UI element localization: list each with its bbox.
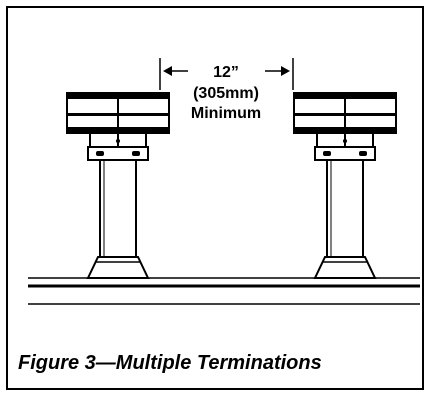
dimension-value: 12” bbox=[213, 64, 239, 81]
dimension-metric: (305mm) bbox=[193, 85, 259, 102]
figure-caption: Figure 3—Multiple Terminations bbox=[18, 352, 322, 374]
dimension-qualifier: Minimum bbox=[191, 105, 261, 122]
figure-frame bbox=[6, 6, 424, 390]
termination-cap-left bbox=[66, 92, 170, 279]
dimension-marker bbox=[159, 58, 294, 90]
termination-cap-right bbox=[293, 92, 397, 279]
roof-surface bbox=[28, 277, 420, 305]
